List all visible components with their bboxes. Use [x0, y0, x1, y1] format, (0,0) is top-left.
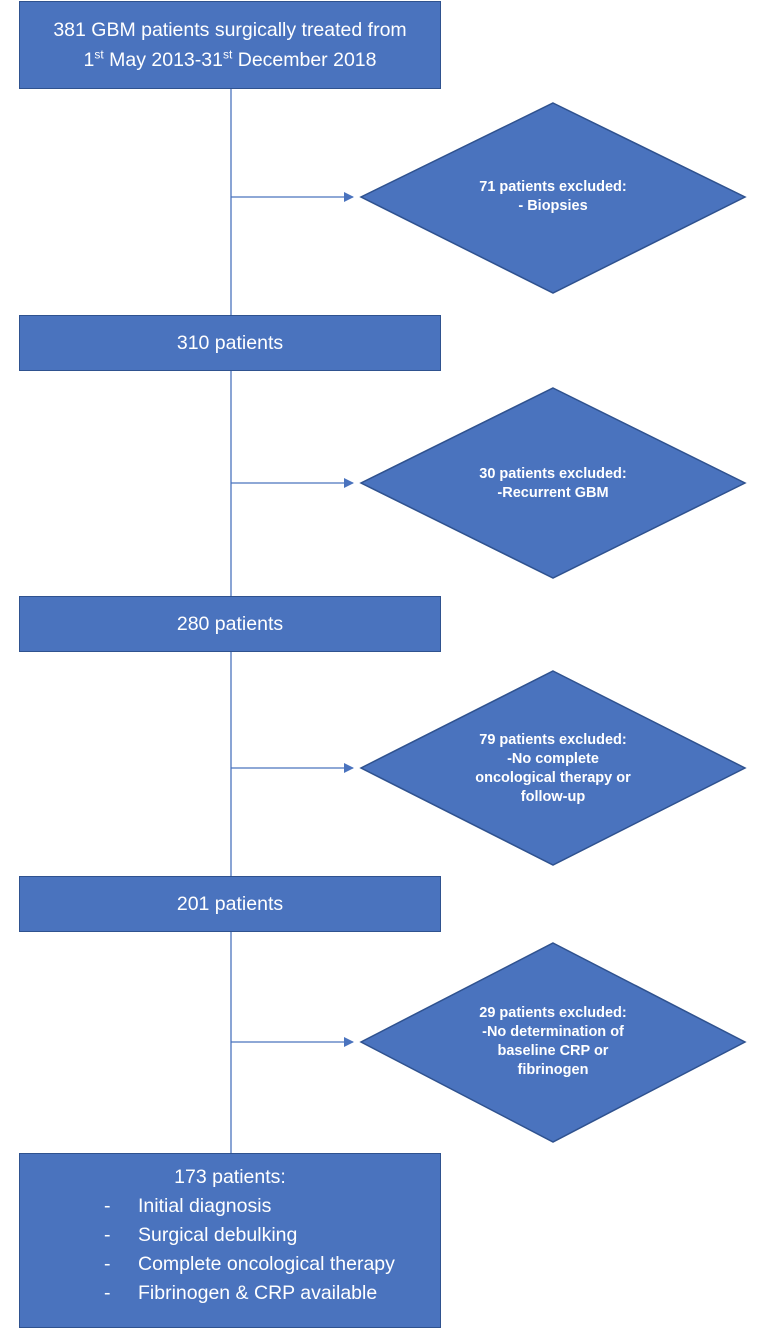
exclusion-text-3: 79 patients excluded: -No complete oncol… — [443, 731, 663, 807]
exclusion-diamond-4 — [359, 942, 747, 1143]
start-date-part-1: 1 — [83, 49, 95, 71]
start-line-1: 381 GBM patients surgically treated from — [53, 19, 407, 41]
criteria-text: Complete oncological therapy — [138, 1253, 395, 1275]
step-box-310: 310 patients — [19, 315, 441, 371]
exclusion-4-line-3: baseline CRP or — [497, 1043, 609, 1059]
criteria-text: Fibrinogen & CRP available — [138, 1282, 378, 1304]
start-box: 381 GBM patients surgically treated from… — [19, 1, 441, 89]
exclusion-2-line-1: 30 patients excluded: — [479, 466, 627, 482]
final-box: 173 patients: - Initial diagnosis - Surgic… — [19, 1153, 441, 1328]
start-date-part-2: May 2013-31 — [103, 49, 223, 71]
exclusion-3-line-1: 79 patients excluded: — [479, 732, 627, 748]
final-criteria-list: - Initial diagnosis - Surgical debulking -… — [20, 1192, 440, 1308]
start-line-2: 1st May 2013-31st December 2018 — [84, 45, 377, 75]
criteria-item: - Complete oncological therapy — [20, 1250, 440, 1279]
exclusion-4-line-1: 29 patients excluded: — [479, 1005, 627, 1021]
exclusion-diamond-2 — [359, 387, 747, 579]
exclusion-3-line-3: oncological therapy or — [475, 770, 631, 786]
criteria-item: - Surgical debulking — [20, 1221, 440, 1250]
exclusion-1-line-1: 71 patients excluded: — [479, 179, 627, 195]
exclusion-4-line-4: fibrinogen — [517, 1062, 589, 1078]
exclusion-text-2: 30 patients excluded: -Recurrent GBM — [443, 465, 663, 503]
exclusion-diamond-3 — [359, 670, 747, 866]
step-box-201: 201 patients — [19, 876, 441, 932]
criteria-item: - Initial diagnosis — [20, 1192, 440, 1221]
exclusion-1-line-2: - Biopsies — [518, 198, 588, 214]
start-sup-2: st — [222, 47, 233, 62]
exclusion-text-4: 29 patients excluded: -No determination … — [443, 1004, 663, 1080]
step-label-280: 280 patients — [176, 613, 284, 635]
step-label-201: 201 patients — [176, 893, 284, 915]
criteria-dash: - — [104, 1195, 111, 1217]
exclusion-3-line-2: -No complete — [507, 751, 599, 767]
exclusion-4-line-2: -No determination of — [482, 1024, 624, 1040]
step-label-310: 310 patients — [176, 332, 284, 354]
exclusion-2-line-2: -Recurrent GBM — [497, 485, 609, 501]
start-sup-1: st — [94, 47, 104, 62]
exclusion-text-1: 71 patients excluded: - Biopsies — [443, 178, 663, 216]
criteria-text: Surgical debulking — [138, 1224, 298, 1246]
criteria-dash: - — [104, 1253, 111, 1275]
start-date-part-3: December 2018 — [232, 49, 377, 71]
step-box-280: 280 patients — [19, 596, 441, 652]
final-title: 173 patients: — [174, 1166, 286, 1188]
criteria-dash: - — [104, 1224, 111, 1246]
criteria-item: - Fibrinogen & CRP available — [20, 1279, 440, 1308]
exclusion-diamond-1 — [359, 102, 747, 294]
criteria-dash: - — [104, 1282, 111, 1304]
exclusion-3-line-4: follow-up — [520, 789, 586, 805]
criteria-text: Initial diagnosis — [138, 1195, 272, 1217]
